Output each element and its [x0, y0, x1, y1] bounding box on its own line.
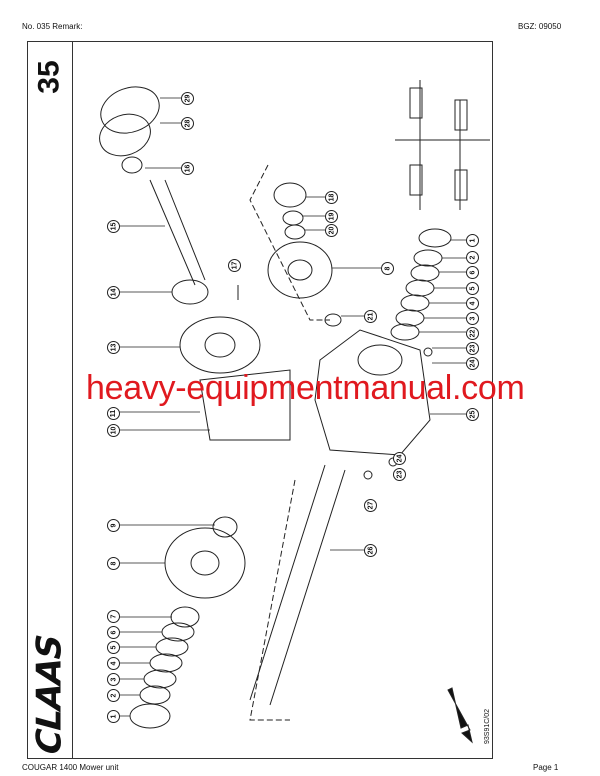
callout-29: 29 [181, 92, 194, 105]
callout-4b: 4 [107, 657, 120, 670]
header-remark: No. 035 Remark: [22, 22, 83, 31]
callout-3: 3 [466, 312, 479, 325]
callout-1b: 1 [107, 710, 120, 723]
watermark: heavy-equipmentmanual.com [86, 369, 525, 407]
callout-6: 6 [466, 266, 479, 279]
callout-27: 27 [364, 499, 377, 512]
header-bgz: BGZ: 09050 [518, 22, 562, 31]
callout-23b: 23 [393, 468, 406, 481]
callout-15: 15 [107, 220, 120, 233]
callout-8b: 8 [107, 557, 120, 570]
callout-26: 26 [364, 544, 377, 557]
callout-7: 7 [107, 610, 120, 623]
callout-2: 2 [466, 251, 479, 264]
callout-19: 19 [325, 210, 338, 223]
callout-9: 9 [107, 519, 120, 532]
callout-24b: 24 [393, 452, 406, 465]
callout-25: 25 [466, 408, 479, 421]
callout-22: 22 [466, 327, 479, 340]
callout-16: 16 [181, 162, 194, 175]
callout-4: 4 [466, 297, 479, 310]
callout-6b: 6 [107, 626, 120, 639]
callout-5: 5 [466, 282, 479, 295]
callout-14: 14 [107, 286, 120, 299]
frame-divider [72, 41, 73, 759]
callout-24: 24 [466, 357, 479, 370]
callout-18: 18 [325, 191, 338, 204]
callout-8: 8 [381, 262, 394, 275]
callout-21: 21 [364, 310, 377, 323]
callout-10: 10 [107, 424, 120, 437]
drawing-reference: 93S91C/02 [484, 708, 491, 744]
callout-3b: 3 [107, 673, 120, 686]
footer-page: Page 1 [533, 763, 559, 772]
callout-28: 28 [181, 117, 194, 130]
footer-title: COUGAR 1400 Mower unit [22, 763, 119, 772]
drawing-frame [27, 41, 493, 759]
callout-13: 13 [107, 341, 120, 354]
callout-20: 20 [325, 224, 338, 237]
callout-1: 1 [466, 234, 479, 247]
callout-17: 17 [228, 259, 241, 272]
callout-2b: 2 [107, 689, 120, 702]
callout-5b: 5 [107, 641, 120, 654]
callout-23: 23 [466, 342, 479, 355]
callout-11: 11 [107, 407, 120, 420]
